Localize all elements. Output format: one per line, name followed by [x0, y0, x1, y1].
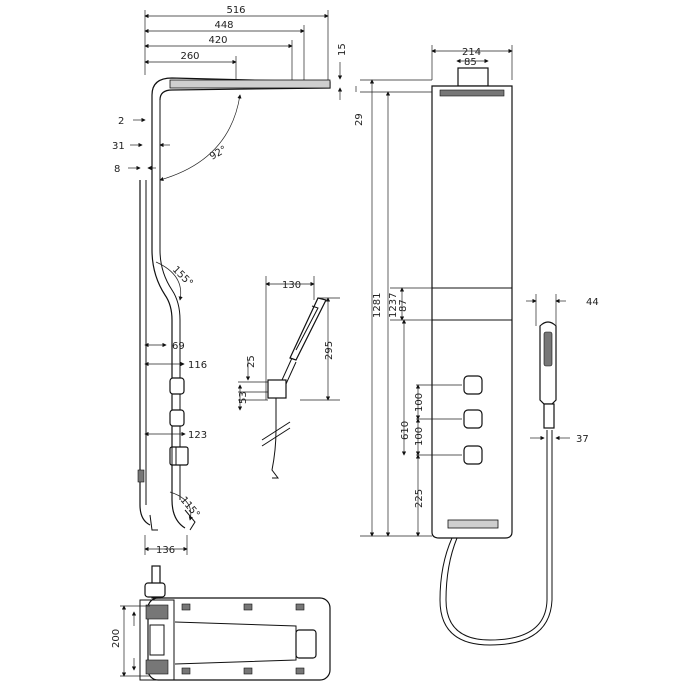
plan-valve-stem — [151, 565, 161, 599]
dim-8: 8 — [114, 164, 120, 175]
plan-inner-recess — [295, 629, 317, 659]
dim-516: 516 — [226, 5, 245, 16]
dim-100-b: 100 — [414, 427, 425, 446]
dim-69: 69 — [172, 341, 185, 352]
dim-25: 25 — [246, 355, 257, 368]
dim-31: 31 — [112, 141, 125, 152]
hand-shower-detail: 130 295 25 53 — [237, 276, 340, 479]
side-knob-3 — [169, 446, 189, 466]
dim-116: 116 — [188, 360, 207, 371]
dim-225: 225 — [414, 489, 425, 508]
dim-610: 610 — [400, 421, 411, 440]
plan-outline — [147, 597, 331, 681]
dim-136: 136 — [156, 545, 175, 556]
shower-hose — [439, 430, 553, 646]
front-view: 214 85 1281 1237 29 87 610 100 — [354, 45, 599, 646]
hand-shower-holder — [267, 379, 287, 399]
dim-420: 420 — [208, 35, 227, 46]
dim-2: 2 — [118, 116, 124, 127]
dim-123: 123 — [188, 430, 207, 441]
dim-130: 130 — [282, 280, 301, 291]
control-knob-3 — [463, 445, 483, 465]
column-back — [139, 180, 151, 526]
dim-1281: 1281 — [372, 293, 383, 318]
dim-295: 295 — [324, 341, 335, 360]
dim-214: 214 — [462, 47, 481, 58]
dim-29: 29 — [354, 113, 365, 126]
dim-15: 15 — [337, 43, 348, 56]
dim-448: 448 — [214, 20, 233, 31]
hand-shower-head — [289, 297, 327, 361]
plan-valve-handle — [144, 582, 166, 598]
side-knob-2 — [169, 409, 185, 427]
plan-view: 200 — [111, 565, 331, 681]
overhead-shower — [169, 79, 331, 89]
control-knob-2 — [463, 409, 483, 429]
front-top-connector — [457, 67, 489, 87]
angle-155: 155° — [170, 264, 195, 289]
dim-100-a: 100 — [414, 393, 425, 412]
top-nozzle — [439, 89, 505, 97]
dim-44: 44 — [586, 297, 599, 308]
control-knob-1 — [463, 375, 483, 395]
plan-control-block — [139, 599, 175, 681]
dim-1237: 1237 — [388, 293, 399, 318]
angle-92: 92° — [208, 144, 229, 162]
dim-53: 53 — [238, 391, 249, 404]
dim-85: 85 — [464, 57, 477, 68]
dim-260: 260 — [180, 51, 199, 62]
bottom-spout — [447, 519, 499, 529]
side-view: 516 448 420 260 15 2 31 8 — [112, 5, 348, 556]
dim-87: 87 — [398, 299, 409, 312]
side-knob-1 — [169, 377, 185, 395]
dim-200: 200 — [111, 629, 122, 648]
dim-37: 37 — [576, 434, 589, 445]
front-panel — [431, 85, 513, 539]
front-hand-shower-grip — [543, 403, 555, 429]
